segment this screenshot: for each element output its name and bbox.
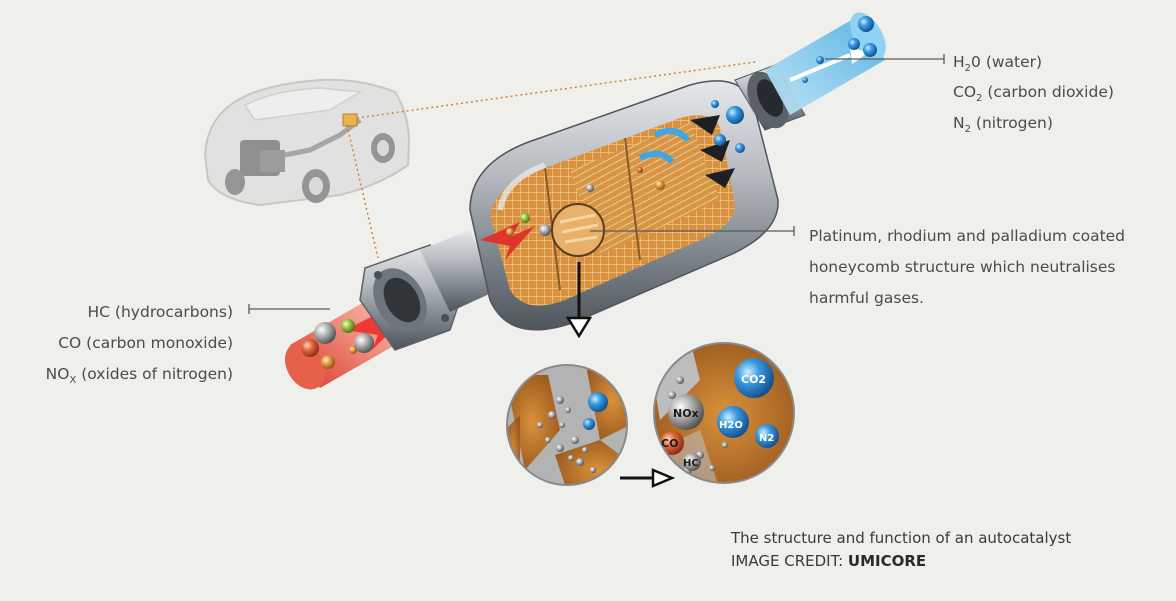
- right-arrow: [620, 468, 676, 488]
- molecule-label-n2: N2: [759, 433, 774, 444]
- label-oxides-of-nitrogen: NOX (oxides of nitrogen): [46, 359, 233, 390]
- label-co2-sub: 2: [976, 93, 983, 104]
- label-co2-prefix: CO: [953, 83, 977, 101]
- honeycomb-line-3: harmful gases.: [809, 289, 924, 307]
- label-water-sub: 2: [964, 63, 972, 74]
- label-water-prefix: H: [953, 53, 965, 71]
- caption-credit-prefix: IMAGE CREDIT:: [731, 552, 848, 570]
- outlet-gas-stream: [765, 12, 886, 115]
- input-gas-labels: HC (hydrocarbons) CO (carbon monoxide) N…: [46, 297, 233, 390]
- label-hydrocarbons: HC (hydrocarbons): [87, 303, 233, 321]
- zoom-circle-right: NOx H2O CO2 N2 CO HC: [653, 342, 795, 484]
- label-nitrogen: N2 (nitrogen): [953, 110, 1053, 136]
- leader-top: [356, 61, 756, 119]
- magnifier-stripes: [559, 213, 599, 244]
- molecule-label-co2: CO2: [741, 373, 766, 386]
- label-nox-prefix: NO: [45, 365, 70, 383]
- car-illustration: [203, 78, 411, 207]
- label-n2-prefix: N: [953, 114, 965, 132]
- honeycomb-line-1: Platinum, rhodium and palladium coated: [809, 227, 1126, 245]
- honeycomb-description: Platinum, rhodium and palladium coated h…: [809, 221, 1125, 314]
- label-water: H20 (water): [953, 49, 1042, 75]
- figure-caption: The structure and function of an autocat…: [731, 527, 1071, 573]
- caption-credit-name: UMICORE: [847, 552, 927, 570]
- label-carbon-dioxide: CO2 (carbon dioxide): [953, 79, 1114, 105]
- label-water-suffix: 0 (water): [971, 53, 1043, 71]
- label-leaders: [248, 54, 945, 314]
- label-co2-suffix: (carbon dioxide): [982, 83, 1114, 101]
- label-n2-suffix: (nitrogen): [970, 114, 1053, 132]
- label-nox-suffix: (oxides of nitrogen): [76, 365, 233, 383]
- label-nox-sub: X: [69, 375, 77, 386]
- caption-title: The structure and function of an autocat…: [731, 529, 1072, 547]
- molecule-label-hc: HC: [683, 458, 699, 469]
- molecule-label-co: CO: [661, 437, 678, 450]
- label-n2-sub: 2: [964, 124, 971, 135]
- car-catalyst-icon: [342, 113, 358, 127]
- caption-credit: IMAGE CREDIT: UMICORE: [731, 550, 1071, 573]
- down-arrow: [565, 262, 593, 339]
- converter-body: [469, 80, 779, 331]
- label-carbon-monoxide: CO (carbon monoxide): [58, 334, 233, 352]
- molecule-label-nox: NOx: [673, 407, 699, 420]
- molecule-label-h2o: H2O: [719, 420, 743, 431]
- zoom-circle-left: [506, 364, 628, 486]
- honeycomb-line-2: honeycomb structure which neutralises: [809, 258, 1116, 276]
